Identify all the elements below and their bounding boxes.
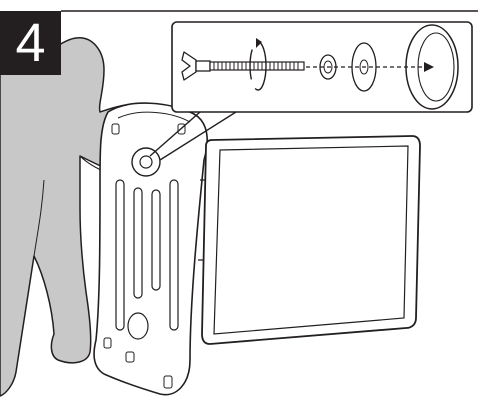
step-number-badge: 4 [0, 11, 61, 75]
tv-outer-frame [202, 136, 420, 344]
wing-bolt-neck [196, 61, 210, 71]
tv-panel [198, 136, 420, 344]
bracket-bolt-hole [132, 148, 160, 176]
wall-bracket-plate [94, 103, 207, 395]
bracket-outline [94, 103, 207, 395]
